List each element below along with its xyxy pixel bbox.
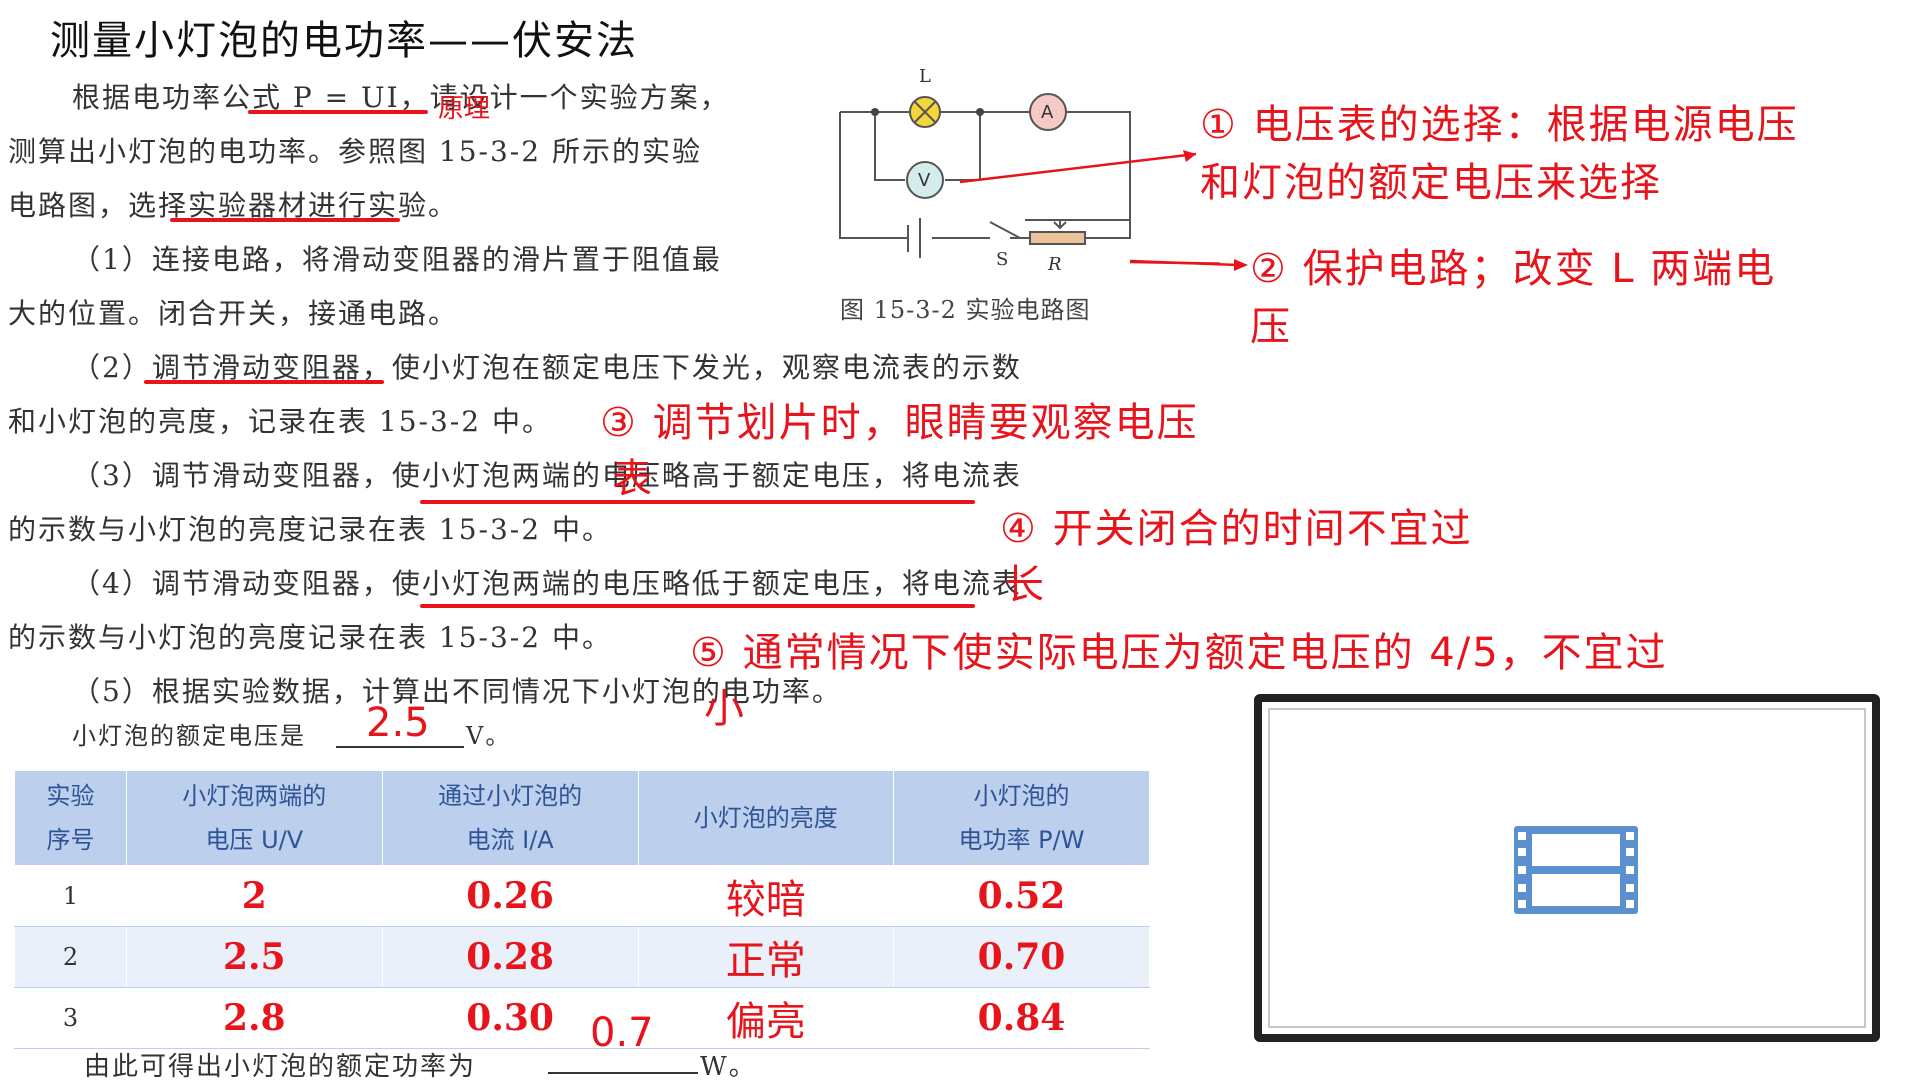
rated-voltage-prefix: 小灯泡的额定电压是 [72,722,306,750]
conclusion-prefix: 由此可得出小灯泡的额定功率为 [84,1052,477,1082]
page-title: 测量小灯泡的电功率——伏安法 [50,18,638,64]
cell-power: 0.84 [892,987,1151,1049]
step2-line-1: （2）调节滑动变阻器，使小灯泡在额定电压下发光，观察电流表的示数 [72,351,1022,384]
rated-voltage-suffix: V。 [466,722,512,750]
conclusion-blank [548,1072,698,1074]
note-4-line-1: ④ 开关闭合的时间不宜过 [1000,506,1473,552]
table-row: 2 2.5 0.28 正常 0.70 [14,926,1151,988]
cell-voltage: 2.5 [125,926,383,988]
header-brightness: 小灯泡的亮度 [637,770,894,866]
cell-brightness: 正常 [637,926,894,988]
cell-index: 2 [14,926,127,988]
note-3-line-1: ③ 调节划片时，眼睛要观察电压 [600,400,1199,446]
arrow-2 [1129,259,1248,271]
cell-index: 3 [14,987,127,1049]
video-inner-border [1268,708,1866,1028]
note-5-line-2: 小 [704,686,744,732]
rated-voltage-blank [336,746,464,748]
step2-line-2: 和小灯泡的亮度，记录在表 15-3-2 中。 [8,405,552,438]
note-5-line-1: ⑤ 通常情况下使实际电压为额定电压的 4/5，不宜过 [690,630,1668,676]
video-placeholder[interactable] [1254,694,1880,1042]
cell-voltage: 2 [125,865,383,927]
note-1-line-2: 和灯泡的额定电压来选择 [1200,160,1662,206]
cell-current: 0.30 [381,987,639,1049]
voltmeter-icon [906,161,944,199]
cell-current: 0.26 [381,865,639,927]
figure-caption: 图 15-3-2 实验电路图 [840,296,1091,324]
table-row: 3 2.8 0.30 偏亮 0.84 [14,987,1151,1049]
rated-power-answer: 0.7 [590,1010,654,1056]
step4-line-2: 的示数与小灯泡的亮度记录在表 15-3-2 中。 [8,621,612,654]
ammeter-icon [1029,93,1067,131]
step1-line-1: （1）连接电路，将滑动变阻器的滑片置于阻值最 [72,243,722,276]
circuit-diagram: L A V S R [839,66,1131,275]
switch-label: S [996,249,1008,270]
step4-line-1: （4）调节滑动变阻器，使小灯泡两端的电压略低于额定电压，将电流表 [72,567,1022,600]
note-3-line-2: 表 [612,456,652,502]
header-index: 实验序号 [14,770,127,866]
junction-right [976,108,984,116]
film-icon[interactable] [1514,826,1638,914]
cell-brightness: 偏亮 [637,987,894,1049]
voltmeter-label: V [918,170,931,191]
underline-adjust [144,380,384,384]
cell-voltage: 2.8 [125,987,383,1049]
cell-power: 0.52 [892,865,1151,927]
header-current: 通过小灯泡的电流 I/A [381,770,639,866]
lamp-icon [909,96,941,128]
ammeter-label: A [1041,102,1054,123]
cell-current: 0.28 [381,926,639,988]
cell-index: 1 [14,865,127,927]
note-4-line-2: 长 [1004,562,1044,608]
header-voltage: 小灯泡两端的电压 U/V [125,770,383,866]
note-1-line-1: ① 电压表的选择：根据电源电压 [1200,102,1799,148]
table-header-row: 实验序号 小灯泡两端的电压 U/V 通过小灯泡的电流 I/A 小灯泡的亮度 小灯… [14,770,1151,866]
lamp-label: L [919,66,931,87]
principle-note: 原理 [438,94,491,124]
intro-line-3: 电路图，选择实验器材进行实验。 [8,189,459,222]
note-2-line-2: 压 [1250,304,1290,350]
junction-left [871,108,879,116]
cell-brightness: 较暗 [637,865,894,927]
cell-power: 0.70 [892,926,1151,988]
step5-line: （5）根据实验数据，计算出不同情况下小灯泡的电功率。 [72,675,842,708]
underline-formula [248,110,428,114]
underline-lower [420,604,975,608]
rheostat-icon [1029,231,1086,245]
rheostat-label: R [1047,254,1062,275]
rated-voltage-answer: 2.5 [366,700,430,746]
step3-line-2: 的示数与小灯泡的亮度记录在表 15-3-2 中。 [8,513,612,546]
step1-line-2: 大的位置。闭合开关，接通电路。 [8,297,459,330]
header-power: 小灯泡的电功率 P/W [892,770,1151,866]
underline-select [170,218,400,222]
intro-line-2: 测算出小灯泡的电功率。参照图 15-3-2 所示的实验 [8,135,702,168]
data-table: 实验序号 小灯泡两端的电压 U/V 通过小灯泡的电流 I/A 小灯泡的亮度 小灯… [14,770,1151,1049]
underline-higher [420,500,975,504]
step3-line-1: （3）调节滑动变阻器，使小灯泡两端的电压略高于额定电压，将电流表 [72,459,1022,492]
intro-line-1: 根据电功率公式 P = UI，请设计一个实验方案， [72,81,730,114]
conclusion-suffix: W。 [700,1052,757,1082]
table-row: 1 2 0.26 较暗 0.52 [14,865,1151,927]
note-2-line-1: ② 保护电路；改变 L 两端电 [1250,246,1777,292]
